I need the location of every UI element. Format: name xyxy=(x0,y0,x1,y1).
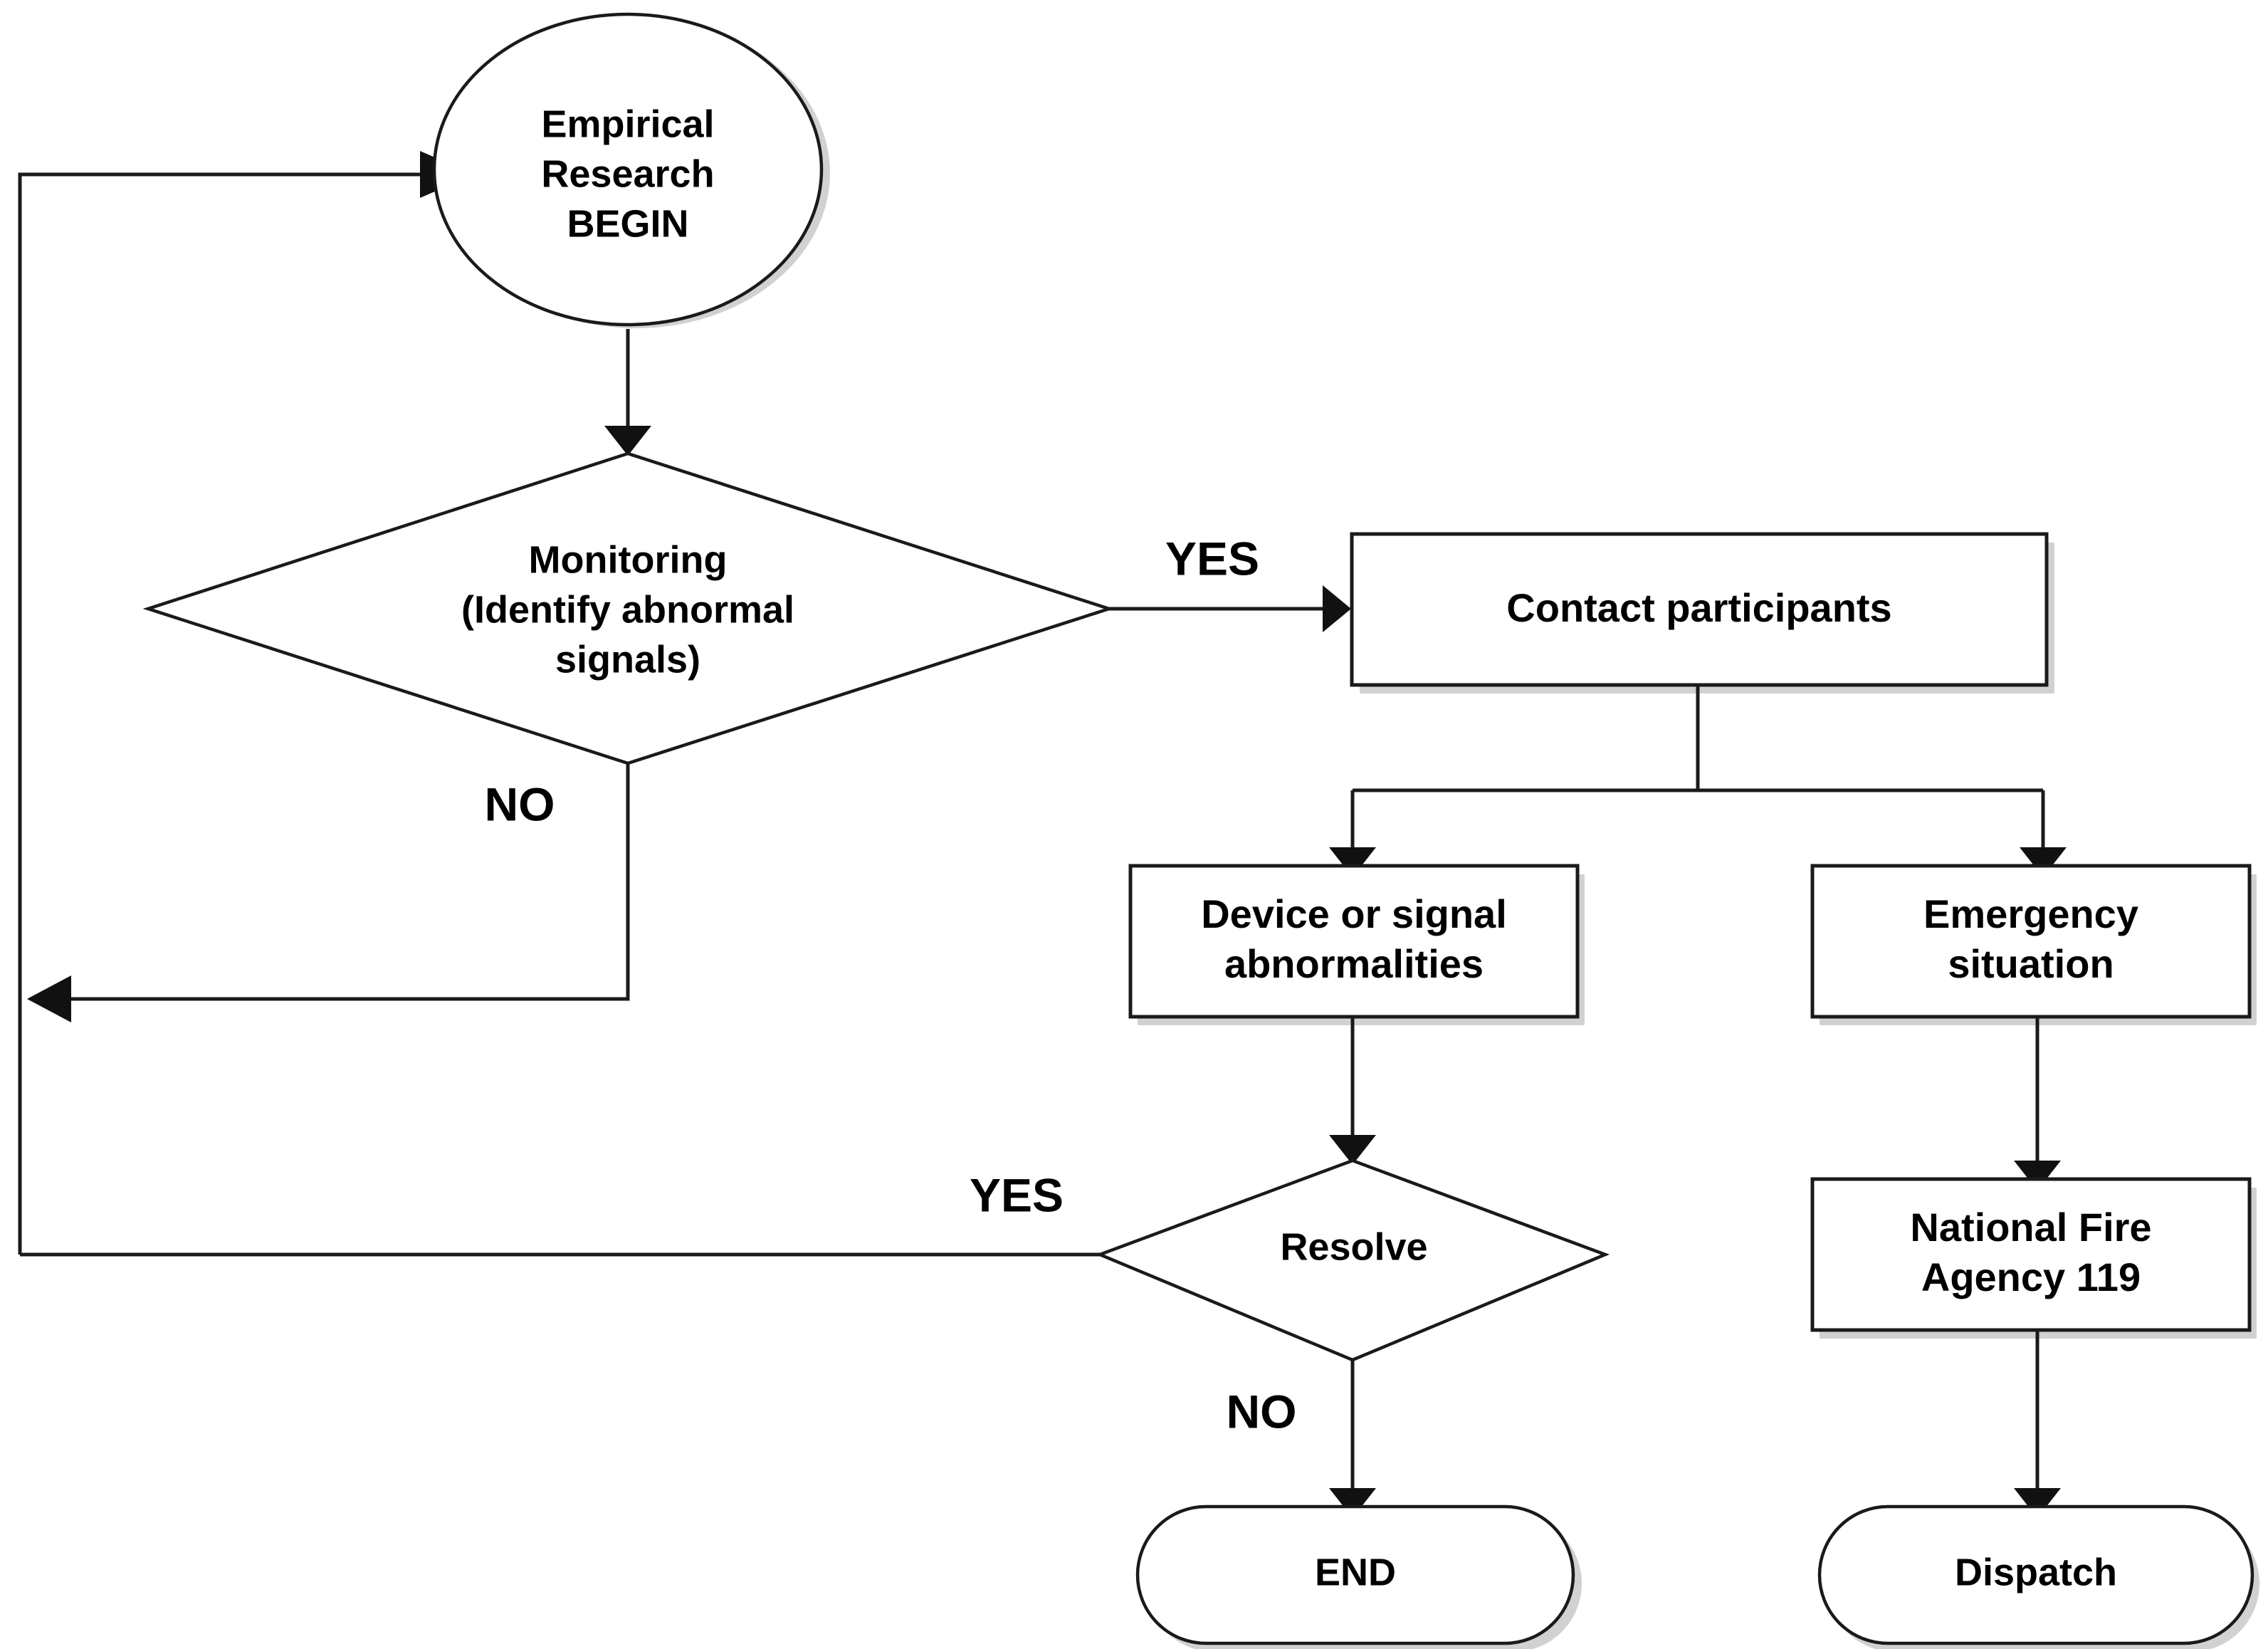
connector-contact-split xyxy=(1350,685,2045,847)
arrowhead-to-end xyxy=(1329,1488,1376,1518)
arrowhead-to-emergency xyxy=(2020,847,2067,877)
node-device-abnormalities[interactable]: Device or signal abnormalities xyxy=(1128,864,1580,1019)
device-abnormalities-label-line-1: Device or signal xyxy=(1201,891,1507,936)
dispatch-label: Dispatch xyxy=(1955,1551,2117,1593)
arrowhead-to-fire-agency xyxy=(2014,1161,2061,1190)
node-emergency-situation[interactable]: Emergency situation xyxy=(1810,864,2252,1019)
end-terminator-shape xyxy=(1135,1504,1575,1645)
edge-label-resolve-yes: YES xyxy=(970,1168,1064,1221)
edge-label-resolve-no: NO xyxy=(1227,1385,1297,1438)
start-label-line-3: BEGIN xyxy=(567,202,688,245)
arrowhead-to-contact xyxy=(1323,585,1351,632)
monitoring-label-line-1: Monitoring xyxy=(529,538,728,581)
node-end[interactable]: END xyxy=(1135,1504,1575,1645)
resolve-diamond-shape xyxy=(1095,1158,1610,1362)
arrowhead-to-resolve xyxy=(1329,1135,1376,1165)
arrowhead-monitoring-no xyxy=(27,975,71,1022)
node-monitoring[interactable]: Monitoring (Identify abnormal signals) xyxy=(142,451,1115,765)
monitoring-label-line-2: (Identify abnormal xyxy=(461,588,794,631)
device-abnormalities-label-line-2: abnormalities xyxy=(1224,941,1484,986)
node-contact-participants[interactable]: Contact participants xyxy=(1350,532,2049,687)
monitoring-diamond-shape xyxy=(142,451,1115,765)
edge-label-monitoring-yes: YES xyxy=(1165,532,1259,585)
start-label-line-2: Research xyxy=(541,152,714,195)
national-fire-agency-box-shape xyxy=(1810,1177,2252,1332)
device-abnormalities-box-shape xyxy=(1128,864,1580,1019)
arrowhead-to-monitoring xyxy=(604,426,651,456)
emergency-situation-label-line-1: Emergency xyxy=(1923,891,2138,936)
connector-monitoring-no xyxy=(71,763,630,1001)
connector-layer xyxy=(18,151,2067,1518)
emergency-situation-label-line-2: situation xyxy=(1948,941,2114,986)
monitoring-label-line-3: signals) xyxy=(555,638,700,681)
dispatch-terminator-shape xyxy=(1817,1504,2254,1645)
node-dispatch[interactable]: Dispatch xyxy=(1817,1504,2254,1645)
node-national-fire-agency[interactable]: National Fire Agency 119 xyxy=(1810,1177,2252,1332)
node-start[interactable]: Empirical Research BEGIN xyxy=(432,12,824,327)
contact-participants-label: Contact participants xyxy=(1506,585,1891,630)
edge-label-monitoring-no: NO xyxy=(485,778,555,830)
start-label-line-1: Empirical xyxy=(541,103,714,145)
national-fire-agency-label-line-2: Agency 119 xyxy=(1921,1255,2141,1299)
node-resolve[interactable]: Resolve xyxy=(1095,1158,1610,1362)
start-circle-shape xyxy=(432,12,824,327)
arrowhead-to-dispatch xyxy=(2014,1488,2061,1518)
emergency-situation-box-shape xyxy=(1810,864,2252,1019)
contact-participants-box-shape xyxy=(1350,532,2049,687)
national-fire-agency-label-line-1: National Fire xyxy=(1910,1205,2151,1250)
edge-label-layer: YES NO YES NO xyxy=(485,532,1297,1438)
connector-return-spine xyxy=(18,172,420,1255)
arrowhead-to-device xyxy=(1329,847,1376,877)
resolve-label: Resolve xyxy=(1280,1225,1427,1268)
end-label: END xyxy=(1315,1551,1396,1593)
